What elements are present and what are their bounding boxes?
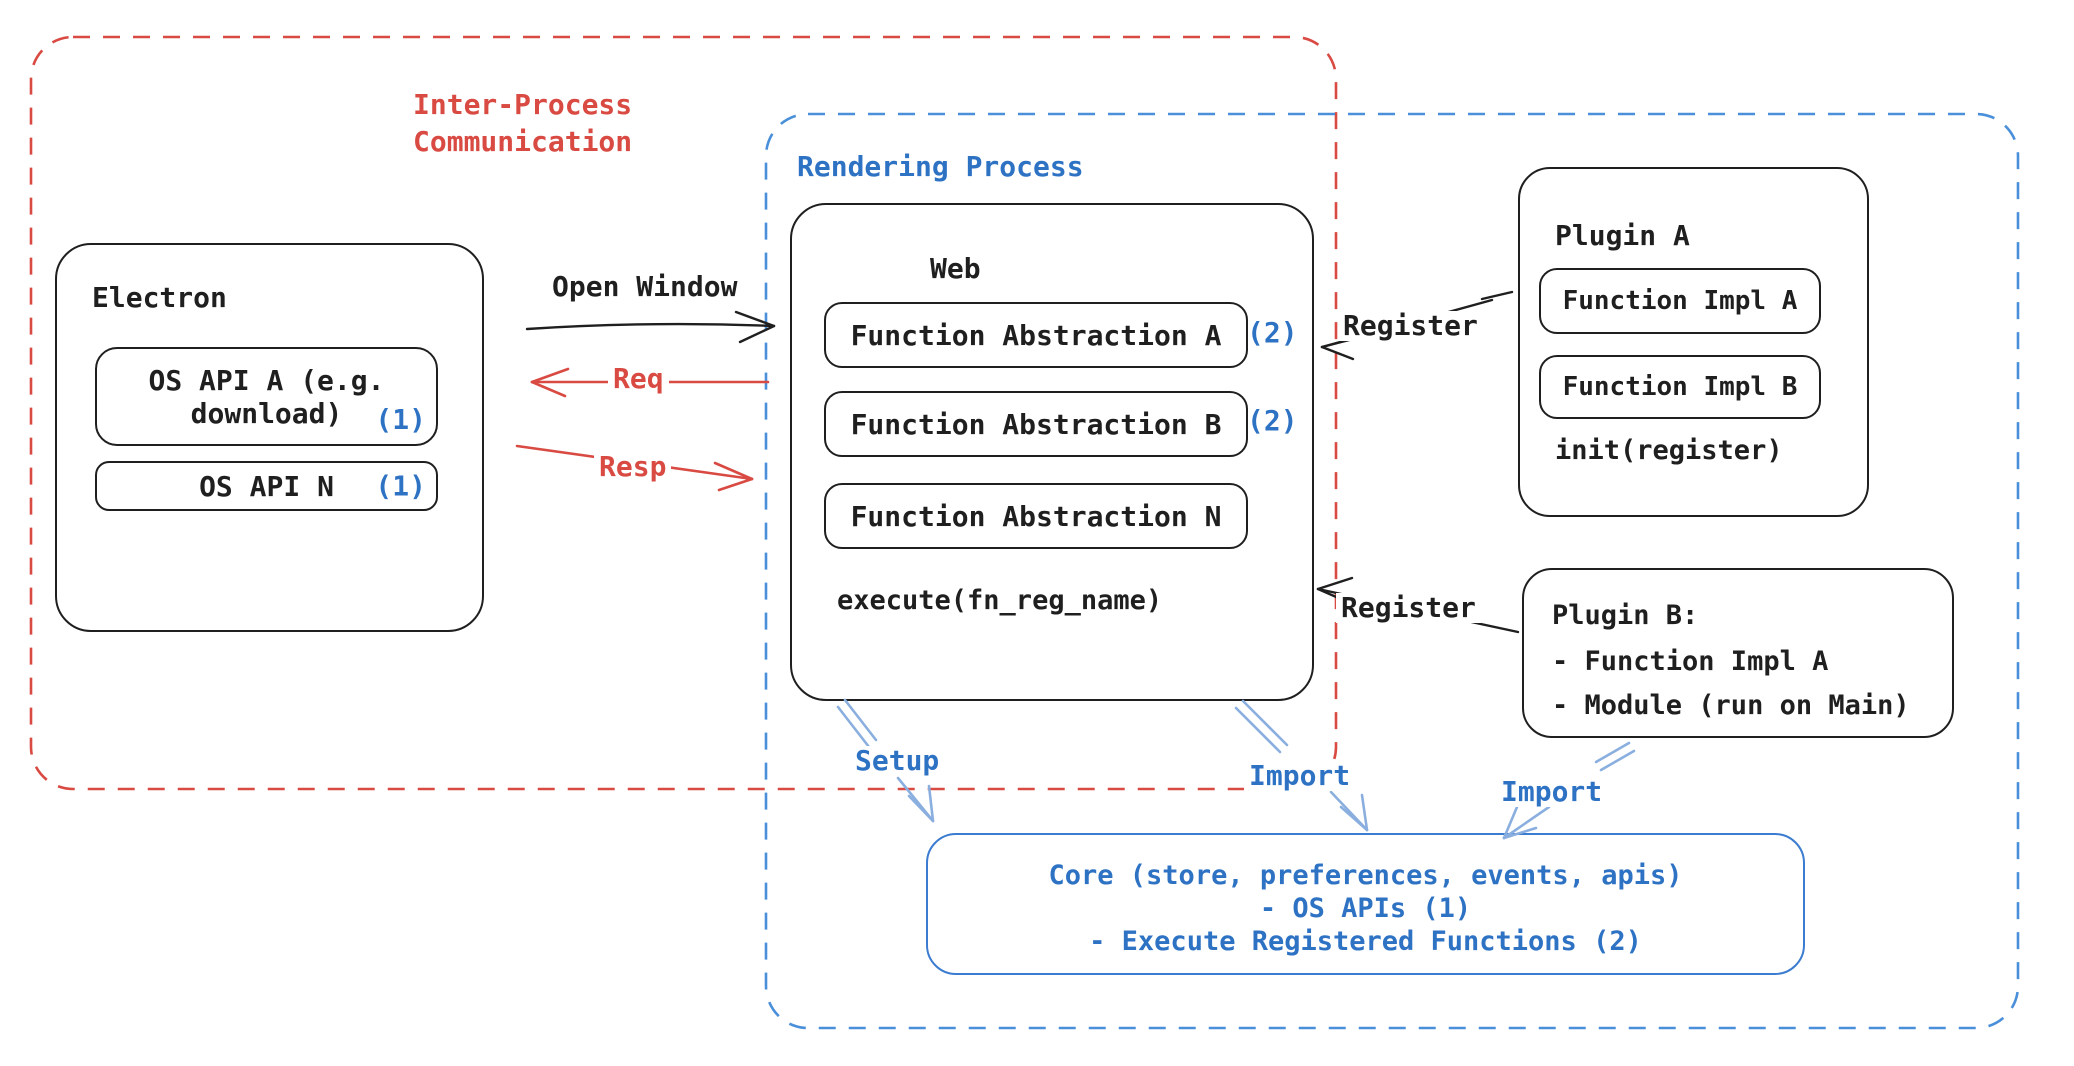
import-plugin-label: Import [1496, 777, 1608, 807]
plugin-b-line-2: - Module (run on Main) [1552, 690, 1910, 721]
open-window-arrow [525, 310, 776, 344]
import-web-label: Import [1244, 761, 1356, 791]
function-abstraction-b-label: Function Abstraction B [850, 407, 1222, 441]
function-abstraction-b-pill: Function Abstraction B [824, 391, 1248, 457]
function-abstraction-b-note: (2) [1247, 404, 1298, 437]
electron-box: Electron OS API A (e.g. download) (1) OS… [55, 243, 484, 632]
function-impl-a-pill: Function Impl A [1539, 268, 1821, 334]
function-abstraction-a-pill: Function Abstraction A [824, 302, 1248, 368]
electron-title: Electron [92, 281, 227, 314]
function-abstraction-n-label: Function Abstraction N [850, 499, 1222, 533]
os-api-a-pill: OS API A (e.g. download) (1) [95, 347, 438, 446]
resp-label: Resp [594, 452, 672, 482]
plugin-b-title: Plugin B: [1552, 600, 1699, 631]
core-line-3: - Execute Registered Functions (2) [1089, 926, 1642, 957]
function-abstraction-a-note: (2) [1247, 316, 1298, 349]
os-api-n-note: (1) [375, 469, 426, 503]
os-api-n-pill: OS API N (1) [95, 461, 438, 511]
ipc-boundary-title: Inter-Process Communication [413, 88, 633, 158]
rendering-boundary-title: Rendering Process [797, 150, 1084, 183]
function-impl-a-label: Function Impl A [1562, 285, 1798, 316]
setup-label: Setup [850, 746, 945, 776]
function-abstraction-a-label: Function Abstraction A [850, 318, 1222, 352]
function-impl-b-label: Function Impl B [1562, 371, 1798, 402]
plugin-b-line-1: - Function Impl A [1552, 646, 1829, 677]
register-a-label: Register [1338, 311, 1483, 341]
os-api-a-label: OS API A (e.g. download) [148, 363, 385, 430]
open-window-label: Open Window [552, 270, 738, 303]
register-b-label: Register [1336, 593, 1481, 623]
plugin-a-title: Plugin A [1555, 219, 1690, 252]
web-box: Web Function Abstraction A (2) Function … [790, 203, 1314, 701]
core-line-1: Core (store, preferences, events, apis) [1048, 860, 1683, 891]
os-api-a-note: (1) [375, 403, 426, 436]
os-api-n-label: OS API N [199, 469, 334, 503]
web-title: Web [930, 252, 981, 285]
core-line-2: - OS APIs (1) [1259, 893, 1472, 924]
function-impl-b-pill: Function Impl B [1539, 355, 1821, 419]
core-box: Core (store, preferences, events, apis) … [926, 833, 1805, 975]
function-abstraction-n-pill: Function Abstraction N [824, 483, 1248, 549]
plugin-a-box: Plugin A Function Impl A Function Impl B… [1518, 167, 1869, 517]
execute-label: execute(fn_reg_name) [837, 585, 1163, 616]
req-label: Req [608, 364, 669, 394]
plugin-b-box: Plugin B: - Function Impl A - Module (ru… [1522, 568, 1954, 738]
init-register-label: init(register) [1555, 435, 1783, 466]
